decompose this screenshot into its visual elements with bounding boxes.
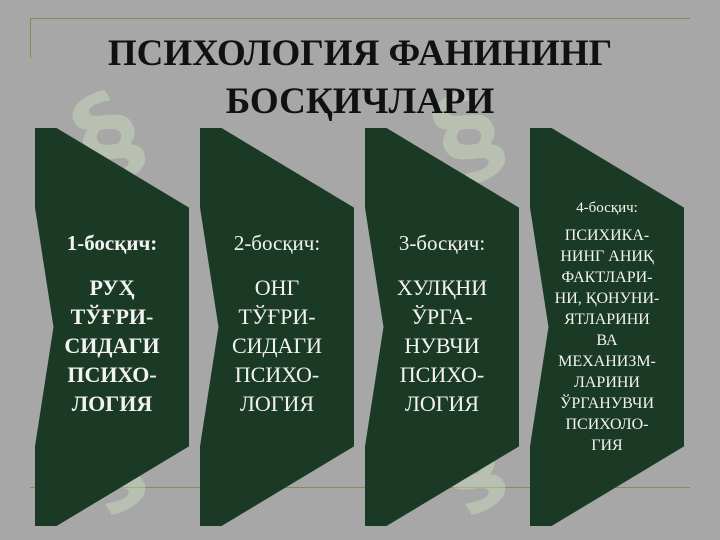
stage-text-line: ЎРГА- [411, 304, 473, 329]
stage-label: 2-босқич: [233, 231, 321, 255]
stage-text-line: ЛОГИЯ [239, 391, 315, 416]
stage-text-line: ПСИХО- [234, 362, 320, 387]
stage-text-line: ЛАРИНИ [574, 374, 640, 391]
title-line: БОСҚИЧЛАРИ [225, 81, 495, 122]
stage-text-line: ЛОГИЯ [71, 391, 153, 416]
stage-description: ОНГ ТЎҒРИ- СИДАГИ ПСИХО- ЛОГИЯ [200, 273, 354, 418]
stage-text-line: МЕХАНИЗМ- [558, 353, 656, 370]
bottom-rule [30, 487, 690, 488]
stage-description: ХУЛҚНИ ЎРГА- НУВЧИ ПСИХО- ЛОГИЯ [365, 273, 519, 418]
stage-arrow-2: 2-босқич: ОНГ ТЎҒРИ- СИДАГИ ПСИХО- ЛОГИЯ [200, 128, 354, 526]
stage-label: 3-босқич: [398, 231, 486, 255]
stage-description: ПСИХИКА- НИНГ АНИҚ ФАКТЛАРИ- НИ, ҚОНУНИ-… [530, 225, 684, 456]
stage-text-line: ПСИХИКА- [564, 227, 650, 244]
left-rule [30, 18, 31, 58]
stage-text-line: ПСИХОЛО- [565, 416, 649, 433]
stage-text-line: ТЎҒРИ- [238, 304, 316, 329]
stage-text-line: ФАКТЛАРИ- [561, 269, 653, 286]
stage-label: 4-босқич: [576, 200, 638, 216]
stage-text-line: ГИЯ [591, 437, 623, 454]
stage-arrow-1: 1-босқич: РУҲ ТЎҒРИ- СИДАГИ ПСИХО- ЛОГИЯ [35, 128, 189, 526]
stage-text-line: ЯТЛАРИНИ [564, 311, 650, 328]
stage-text-line: ЎРГАНУВЧИ [560, 395, 654, 412]
stage-text-line: ВА [596, 332, 618, 349]
stage-text-line: ТЎҒРИ- [70, 304, 154, 329]
top-rule [30, 18, 690, 19]
title-line: ПСИХОЛОГИЯ ФАНИНИНГ [107, 33, 613, 74]
stage-text-line: РУҲ [89, 275, 135, 300]
stage-arrow-4: 4-босқич: ПСИХИКА- НИНГ АНИҚ ФАКТЛАРИ- Н… [530, 128, 684, 526]
stage-text-line: ЛОГИЯ [404, 391, 480, 416]
stage-text-line: НУВЧИ [404, 333, 480, 358]
stage-text-line: СИДАГИ [231, 333, 323, 358]
stage-text-line: НИНГ АНИҚ [560, 248, 654, 265]
stage-text-line: ХУЛҚНИ [396, 275, 488, 300]
stage-arrow-3: 3-босқич: ХУЛҚНИ ЎРГА- НУВЧИ ПСИХО- ЛОГИ… [365, 128, 519, 526]
page-title: ПСИХОЛОГИЯ ФАНИНИНГ БОСҚИЧЛАРИ [40, 30, 680, 126]
stage-text-line: ПСИХО- [67, 362, 157, 387]
stage-description: РУҲ ТЎҒРИ- СИДАГИ ПСИХО- ЛОГИЯ [35, 273, 189, 418]
stage-text-line: СИДАГИ [64, 333, 160, 358]
stage-text-line: ПСИХО- [399, 362, 485, 387]
stage-text-line: ОНГ [254, 275, 300, 300]
stage-label: 1-босқич: [66, 231, 158, 255]
stage-text-line: НИ, ҚОНУНИ- [554, 290, 660, 307]
